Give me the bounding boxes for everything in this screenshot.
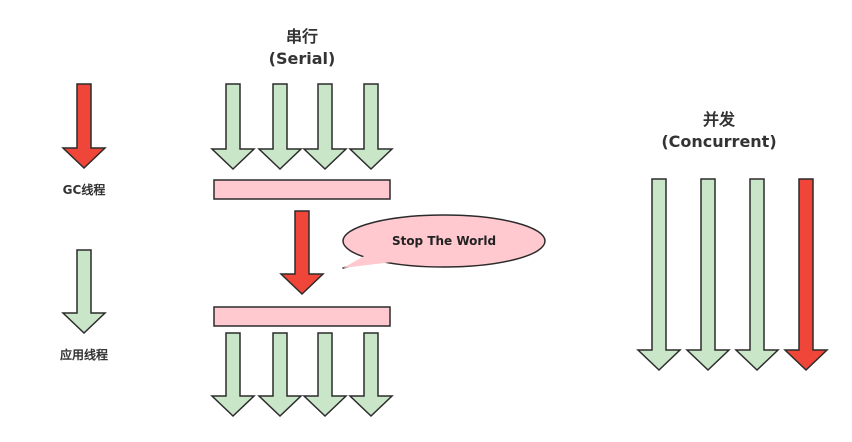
- serial-pause-bar-bottom: [213, 306, 391, 327]
- serial-app-arrow-8-icon: [348, 332, 394, 418]
- concurrent-app-arrow-2-icon: [685, 178, 731, 372]
- serial-app-arrow-5-icon: [210, 332, 256, 418]
- legend-app-arrow-icon: [61, 249, 107, 335]
- serial-pause-bar-top: [213, 179, 391, 200]
- legend-gc-arrow-icon: [61, 83, 107, 170]
- concurrent-app-arrow-1-icon: [636, 178, 682, 372]
- serial-app-arrow-3-icon: [302, 83, 348, 171]
- concurrent-title-en: (Concurrent): [661, 132, 777, 151]
- serial-gc-arrow-icon: [279, 210, 325, 296]
- serial-app-arrow-7-icon: [302, 332, 348, 418]
- serial-app-arrow-2-icon: [257, 83, 303, 171]
- stop-the-world-bubble: [342, 214, 546, 269]
- concurrent-app-arrow-3-icon: [734, 178, 780, 372]
- concurrent-gc-arrow-icon: [783, 178, 829, 372]
- serial-app-arrow-6-icon: [257, 332, 303, 418]
- stop-the-world-label: Stop The World: [391, 234, 497, 248]
- legend-app-thread-label: 应用线程: [59, 348, 108, 362]
- serial-app-arrow-4-icon: [348, 83, 394, 171]
- concurrent-title-cn: 并发: [702, 110, 735, 129]
- serial-title-cn: 串行: [285, 27, 318, 46]
- legend-gc-thread-label: GC线程: [62, 183, 106, 197]
- serial-app-arrow-1-icon: [210, 83, 256, 171]
- serial-title-en: (Serial): [268, 49, 336, 68]
